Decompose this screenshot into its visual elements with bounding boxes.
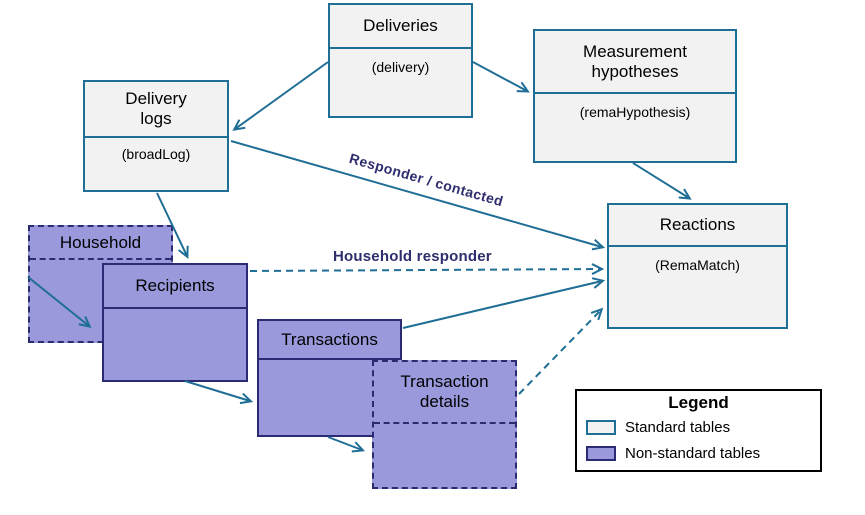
legend: Legend Standard tables Non-standard tabl… <box>575 389 822 472</box>
node-title: Transaction details <box>374 362 515 424</box>
node-recipients: Recipients <box>102 263 248 382</box>
node-body <box>104 309 246 380</box>
node-transaction-details: Transaction details <box>372 360 517 489</box>
node-title: Measurement hypotheses <box>535 31 735 94</box>
node-body: (RemaMatch) <box>655 257 740 273</box>
node-title: Delivery logs <box>85 82 227 138</box>
node-delivery-logs: Delivery logs (broadLog) <box>83 80 229 192</box>
node-title-text: Recipients <box>135 276 215 296</box>
standard-table-swatch-icon <box>586 420 616 435</box>
legend-row-standard: Standard tables <box>586 419 820 436</box>
node-body: (broadLog) <box>121 146 191 162</box>
arrow-transaction-details-to-reactions <box>518 307 604 395</box>
node-title-text: Transactions <box>281 329 378 349</box>
node-body: (delivery) <box>371 59 430 75</box>
node-title-text: Measurement hypotheses <box>583 41 687 81</box>
arrow-deliveries-to-delivery-logs <box>232 61 329 131</box>
edge-label-responder-contacted: Responder / contacted <box>347 150 506 210</box>
node-title: Transactions <box>259 321 400 360</box>
node-reactions: Reactions (RemaMatch) <box>607 203 788 329</box>
node-body: (remaHypothesis) <box>579 104 691 120</box>
node-title-text: Transaction details <box>400 372 489 411</box>
arrow-transactions-to-reactions <box>402 277 606 329</box>
node-body <box>374 424 515 487</box>
node-title-text: Deliveries <box>363 16 438 36</box>
node-measurement-hypotheses: Measurement hypotheses (remaHypothesis) <box>533 29 737 163</box>
non-standard-table-swatch-icon <box>586 446 616 461</box>
legend-label: Non-standard tables <box>625 445 761 462</box>
legend-label: Standard tables <box>625 419 731 436</box>
node-title-text: Household <box>59 232 142 252</box>
arrow-recipients-to-transactions <box>184 380 254 405</box>
arrow-transactions-to-transaction-details <box>327 436 366 453</box>
arrow-measurement-hypotheses-to-reactions <box>632 162 692 200</box>
legend-title: Legend <box>668 393 729 412</box>
node-title: Deliveries <box>330 5 471 49</box>
node-title-text: Reactions <box>659 215 736 235</box>
node-title: Household <box>30 227 171 260</box>
node-deliveries: Deliveries (delivery) <box>328 3 473 118</box>
node-title: Recipients <box>104 265 246 309</box>
legend-row-non-standard: Non-standard tables <box>586 445 820 462</box>
arrow-recipients-to-reactions-household-responder <box>249 263 605 275</box>
node-title: Reactions <box>609 205 786 247</box>
edge-label-household-responder: Household responder <box>333 248 492 265</box>
arrow-deliveries-to-measurement-hypotheses <box>472 61 530 93</box>
node-title-text: Delivery logs <box>125 89 187 128</box>
